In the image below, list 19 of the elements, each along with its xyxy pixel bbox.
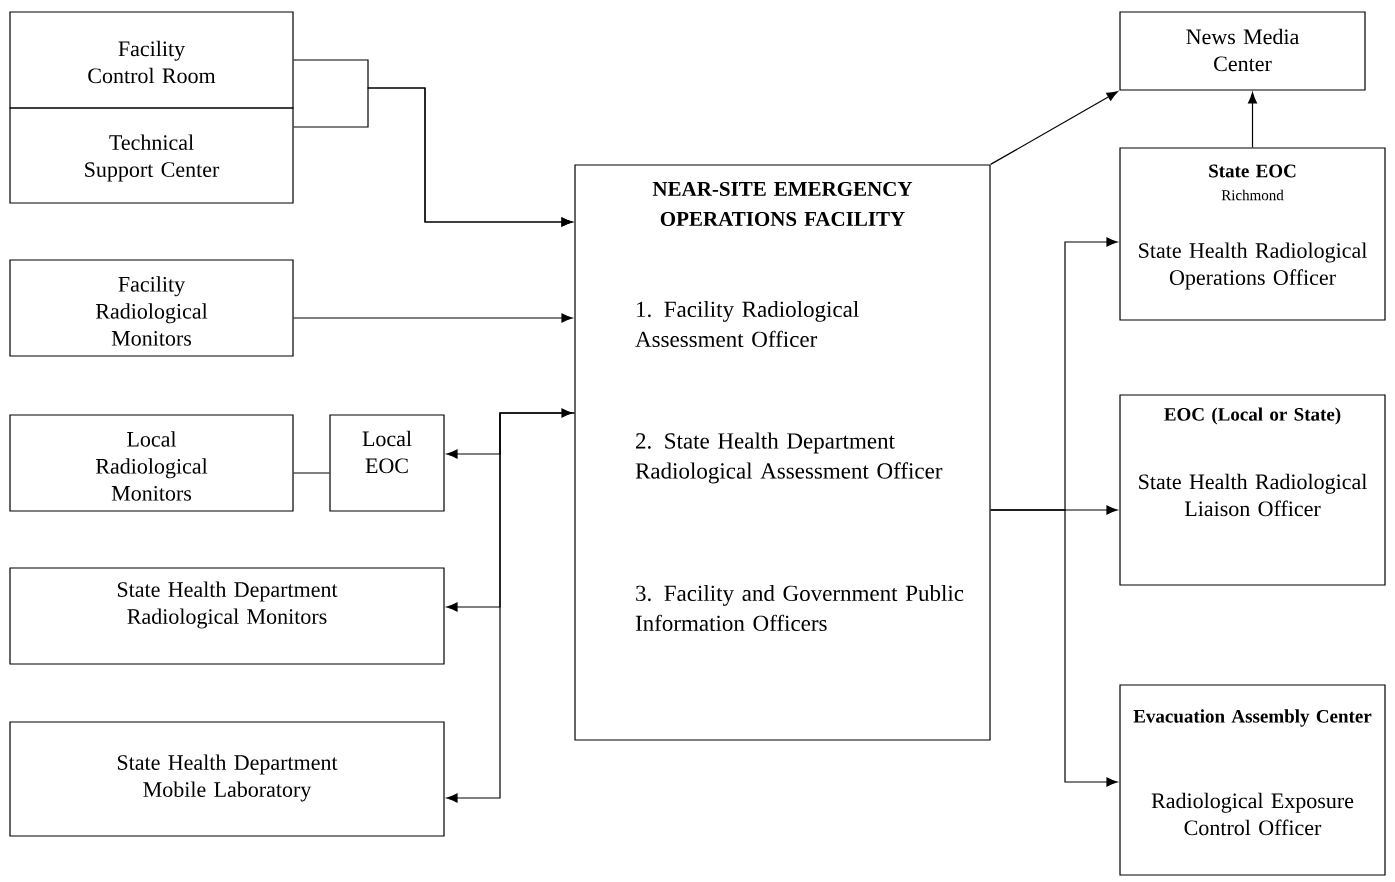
process-box: Evacuation Assembly Center Radiological Exposure Control Officer [1119, 684, 1386, 876]
process-box: State Health Department Radiological Monitors [9, 567, 445, 665]
process-box: Technical Support Center [9, 107, 294, 204]
process-box: Facility Radiological Monitors [9, 259, 294, 357]
arrow [990, 91, 1118, 165]
process-box: Facility Control Room [9, 11, 294, 109]
process-box: State EOC Richmond State Health Radiological Operations Officer [1119, 147, 1386, 321]
process-box: News Media Center [1119, 11, 1366, 91]
connector-line [293, 472, 330, 474]
process-box: NEAR-SITE EMERGENCY OPERATIONS FACILITY 1. Facility Radiological Assessment Officer 2. State Health Department Radiological Assessment Officer 3. Facility and Government Public Information Officers [574, 164, 991, 741]
process-box: EOC (Local or State) State Health Radiological Liaison Officer [1119, 394, 1386, 586]
process-box: State Health Department Mobile Laboratory [9, 721, 445, 837]
process-box: Local Radiological Monitors [9, 414, 294, 512]
process-box: Local EOC [329, 414, 445, 512]
arrow [446, 412, 575, 803]
arrow [293, 87, 573, 227]
arrow [1247, 92, 1258, 148]
arrow [990, 509, 1118, 787]
arrow [293, 313, 573, 323]
